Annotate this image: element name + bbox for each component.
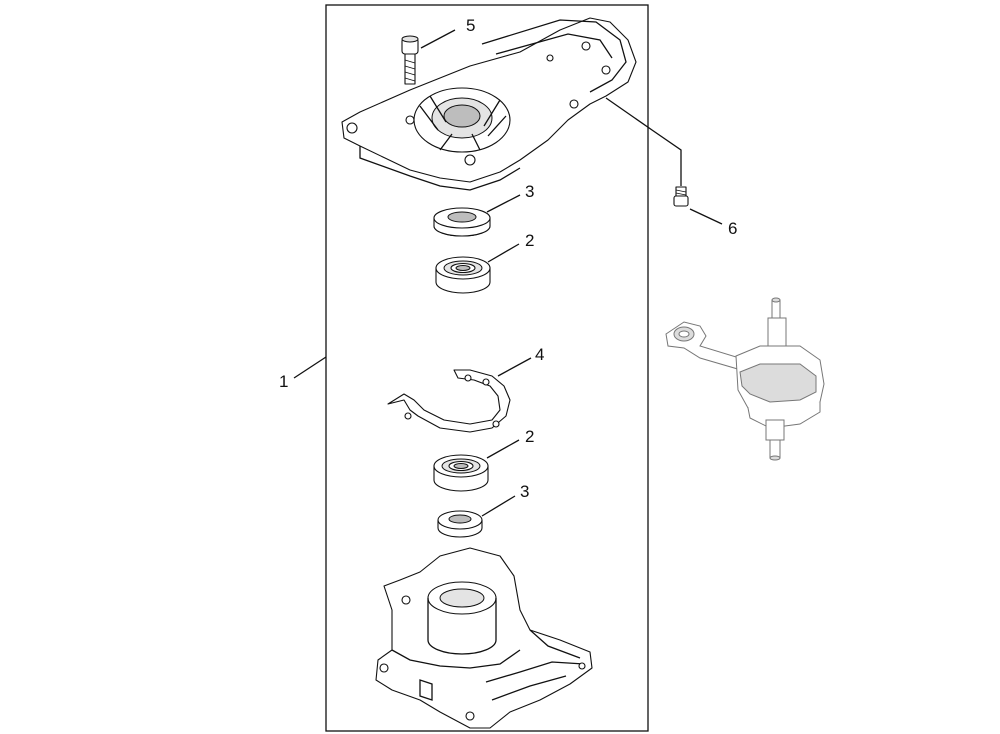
crankcase-lower-half	[375, 547, 593, 729]
callout-5: 5	[466, 16, 475, 35]
callout-3-lower: 3	[520, 482, 529, 501]
callout-2-lower: 2	[525, 427, 534, 446]
leader-line-2-upper	[487, 243, 520, 263]
gasket	[387, 369, 511, 433]
ball-bearing	[433, 454, 489, 492]
oil-seal	[433, 207, 491, 237]
ball-bearing	[435, 256, 491, 294]
crankcase-upper-half	[341, 17, 637, 191]
socket-head-screw	[401, 35, 419, 85]
leader-line-3-upper	[486, 194, 521, 213]
callout-6: 6	[728, 219, 737, 238]
callout-4: 4	[535, 345, 544, 364]
leader-line-2-lower	[486, 439, 520, 459]
leader-line-3-lower	[481, 495, 516, 517]
crankshaft	[665, 297, 825, 461]
leader-line-4	[497, 357, 532, 377]
leader-line-screw-6-location	[605, 97, 682, 186]
callout-3-upper: 3	[525, 182, 534, 201]
leader-line-6	[689, 208, 723, 225]
oil-seal	[437, 510, 483, 538]
leader-line-5	[420, 29, 456, 49]
callout-1: 1	[279, 372, 288, 391]
callout-2-upper: 2	[525, 231, 534, 250]
small-screw	[673, 186, 689, 207]
assembly-bracket-frame	[325, 4, 649, 732]
leader-line-1	[293, 356, 327, 379]
